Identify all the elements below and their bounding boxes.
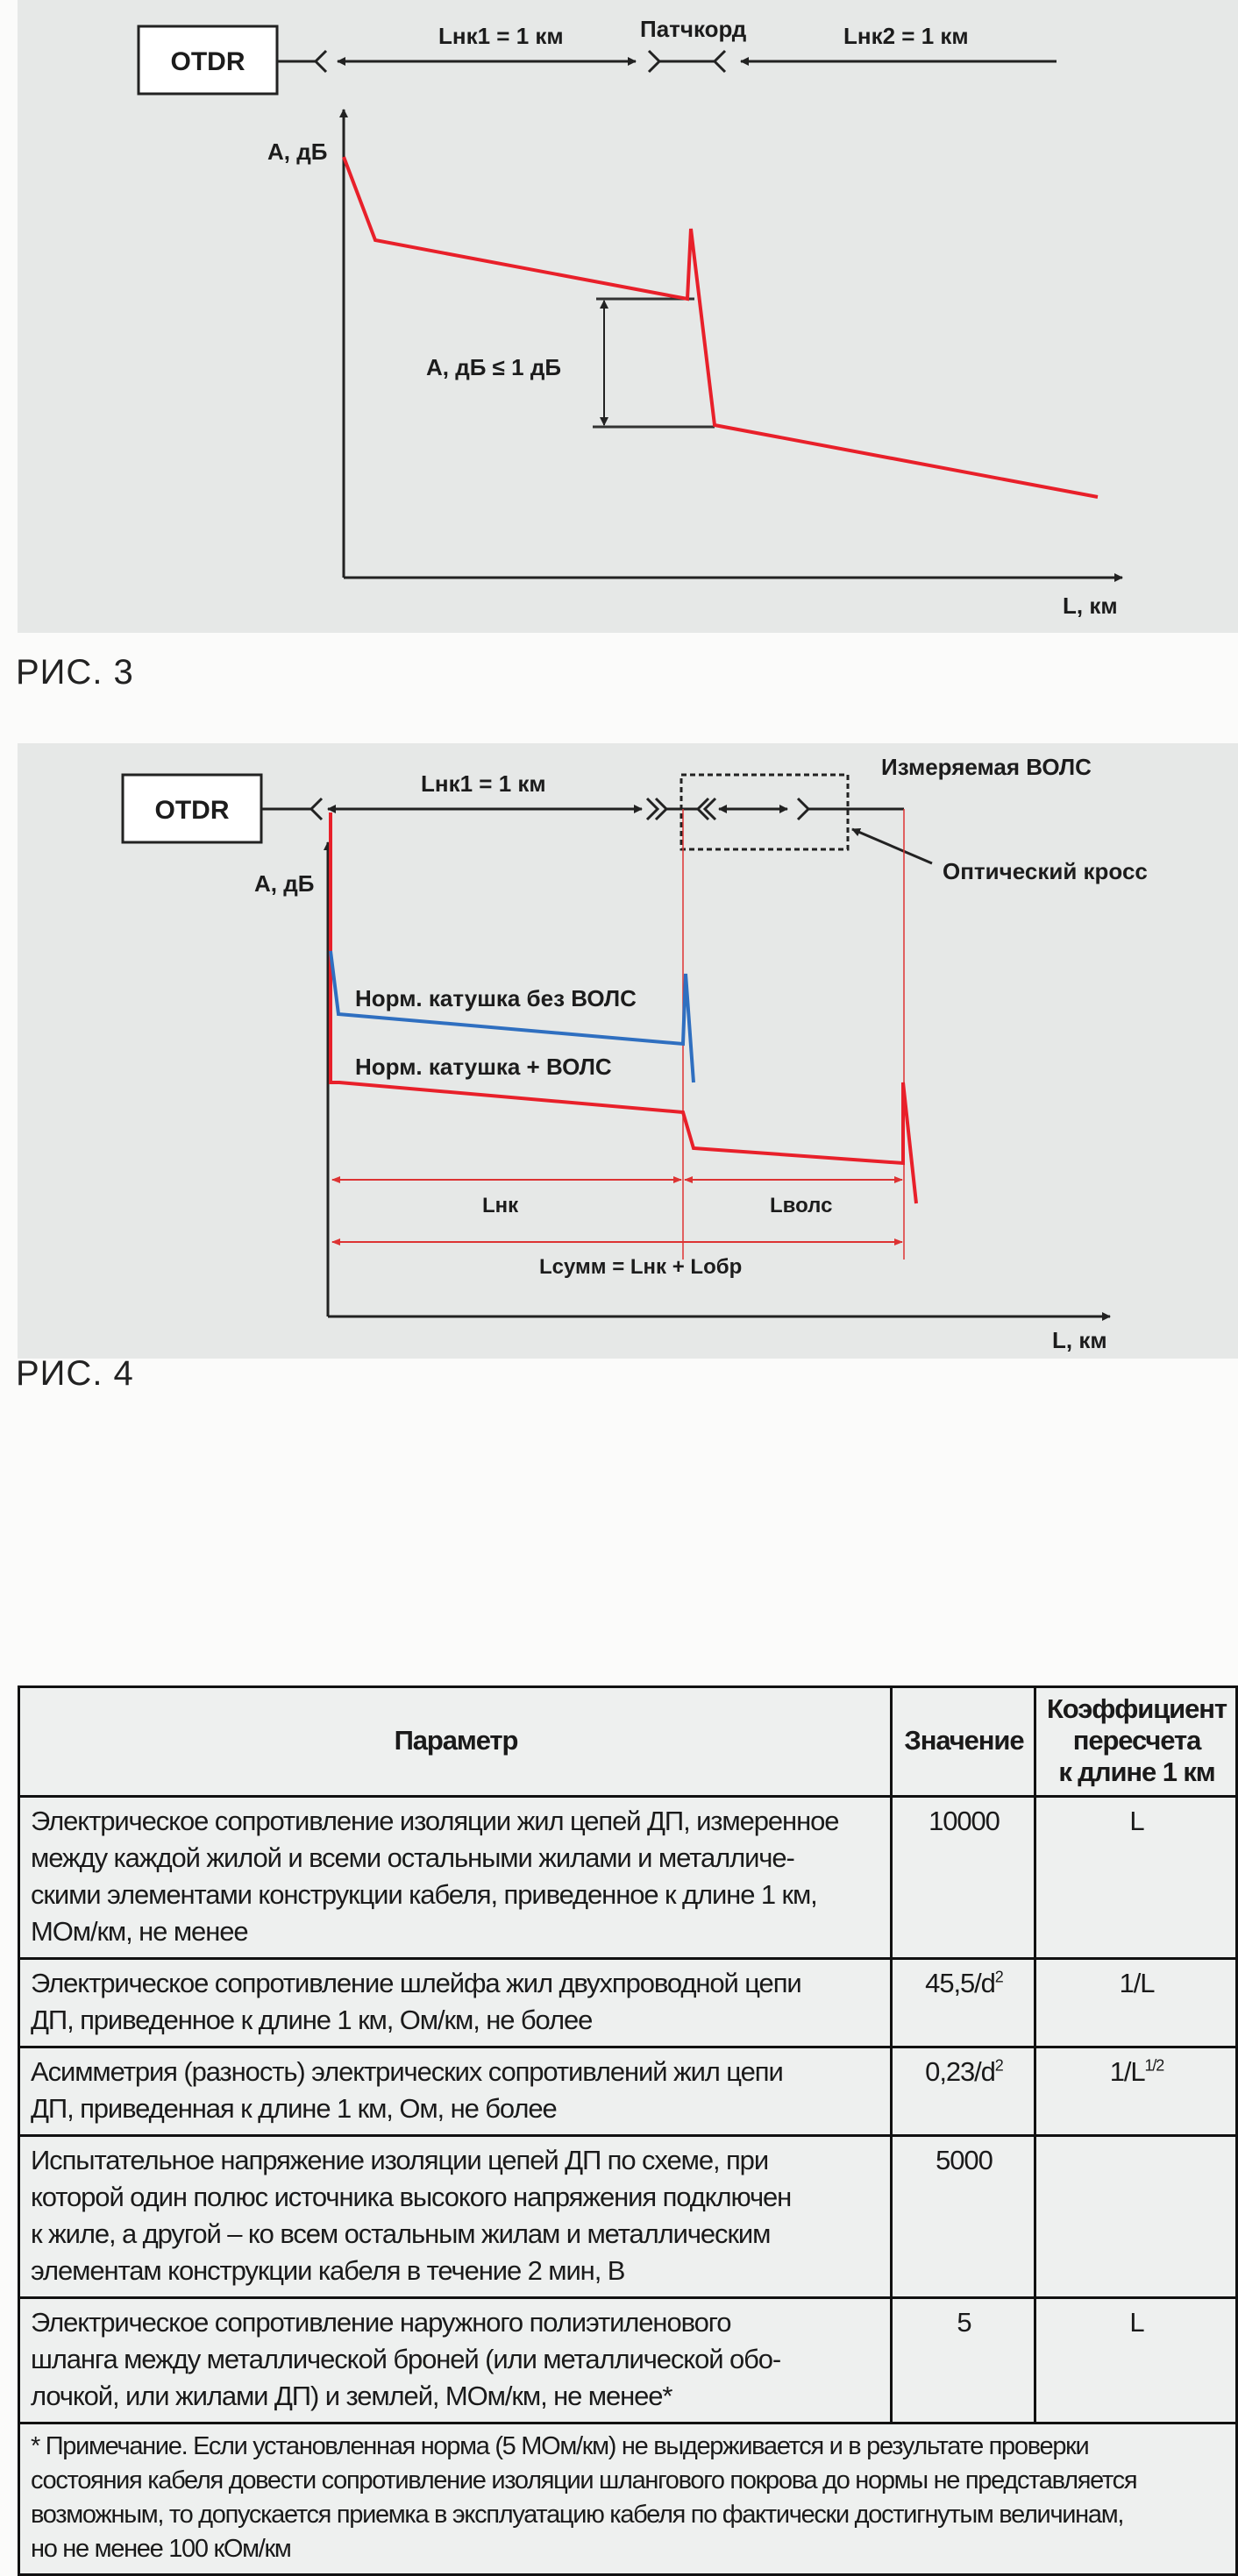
figures-canvas: OTDR Lнк1 = 1 км Патчкорд Lнк2 = 1 км А,…	[121, 16, 1148, 1353]
otdr-label: OTDR	[171, 47, 245, 76]
header-value: Значение	[889, 1685, 1036, 1798]
parameter-line: Испытательное напряжение изоляции цепей …	[31, 2145, 769, 2175]
legend-red-label: Норм. катушка + ВОЛС	[355, 1054, 612, 1080]
measured-line-label: Измеряемая ВОЛС	[881, 754, 1092, 780]
parameter-line: ДП, приведенная к длине 1 км, Ом, не бол…	[31, 2093, 558, 2124]
connector-icon	[309, 797, 324, 821]
value-cell-text: 45,5/d	[925, 1968, 996, 1998]
parameter-cell: Электрическое сопротивление наружного по…	[18, 2296, 893, 2424]
coefficient-cell-text: 1/L	[1109, 2056, 1146, 2087]
note-line: возможным, то допускается приемка в эксп…	[31, 2501, 1124, 2529]
coefficient-cell: L	[1033, 2296, 1238, 2424]
otdr-trace	[342, 156, 1099, 499]
parameter-line: Электрическое сопротивление наружного по…	[31, 2307, 732, 2338]
header-coefficient: Коэффициент пересчета к длине 1 км	[1033, 1685, 1238, 1798]
table-note-row: * Примечание. Если установленная норма (…	[18, 2422, 1238, 2576]
figure-4-background	[18, 743, 1238, 1359]
value-cell-superscript: 2	[994, 2056, 1004, 2075]
table-note: * Примечание. Если установленная норма (…	[18, 2422, 1238, 2576]
figure-3: OTDR Lнк1 = 1 км Патчкорд Lнк2 = 1 км А,…	[137, 16, 1123, 619]
cross-pointer-arrow	[851, 827, 933, 865]
connector-icon	[647, 49, 662, 74]
coefficient-cell-text: L	[1129, 2307, 1144, 2338]
parameter-line: элементам конструкции кабеля в течение 2…	[31, 2255, 625, 2286]
connector-icon	[313, 49, 328, 74]
parameter-line: шланга между металлической броней (или м…	[31, 2344, 781, 2374]
connector-icon	[695, 797, 717, 821]
y-axis-label: А, дБ	[267, 138, 327, 165]
legend-blue-label: Норм. катушка без ВОЛС	[355, 985, 637, 1011]
otdr-box	[137, 25, 279, 96]
table-row: Электрическое сопротивление шлейфа жил д…	[18, 1957, 1238, 2048]
coefficient-cell	[1033, 2134, 1238, 2299]
dim-vols-label: Lволс	[770, 1194, 832, 1217]
header-coefficient-line: пересчета	[1072, 1725, 1202, 1756]
note-line: состояния кабеля довести сопротивление и…	[31, 2466, 1138, 2494]
value-cell: 5	[889, 2296, 1036, 2424]
coefficient-cell: 1/L	[1033, 1957, 1238, 2048]
dim-nk-label: Lнк	[482, 1194, 519, 1217]
figure-3-background	[18, 0, 1238, 633]
connector-icon	[712, 49, 727, 74]
value-cell: 10000	[889, 1795, 1036, 1960]
segment1-label: Lнк1 = 1 км	[421, 770, 546, 797]
y-axis-label: А, дБ	[254, 870, 314, 897]
parameter-line: которой один полюс источника высокого на…	[31, 2182, 792, 2212]
connector-icon	[645, 797, 669, 821]
value-cell-superscript: 2	[994, 1968, 1004, 1986]
segment2-label: Lнк2 = 1 км	[843, 23, 969, 49]
coefficient-cell-superscript: 1/2	[1144, 2056, 1165, 2075]
coefficient-cell-text: 1/L	[1119, 1968, 1156, 1998]
header-coefficient-line: к длине 1 км	[1058, 1756, 1215, 1787]
figure-3-caption: РИС. 3	[16, 653, 134, 692]
parameter-cell: Испытательное напряжение изоляции цепей …	[18, 2134, 893, 2299]
coefficient-cell: L	[1033, 1795, 1238, 1960]
dim-sum-label: Lсумм = Lнк + Lобр	[539, 1255, 742, 1279]
parameter-cell: Электрическое сопротивление изоляции жил…	[18, 1795, 893, 1960]
table-row: Испытательное напряжение изоляции цепей …	[18, 2134, 1238, 2299]
parameter-line: между каждой жилой и всеми остальными жи…	[31, 1842, 795, 1873]
figure-4: OTDR Измеряемая ВОЛС Оптический кросс Lн…	[121, 754, 1148, 1353]
value-cell-text: 5000	[936, 2145, 993, 2175]
optical-cross-box	[679, 773, 850, 851]
value-cell-text: 5	[957, 2307, 971, 2338]
parameter-line: скими элементами конструкции кабеля, при…	[31, 1879, 818, 1910]
header-parameter: Параметр	[18, 1685, 893, 1798]
table-row: Асимметрия (разность) электрических сопр…	[18, 2046, 1238, 2137]
note-line: но не менее 100 кОм/км	[31, 2535, 292, 2563]
value-cell: 45,5/d2	[889, 1957, 1036, 2048]
parameter-line: Электрическое сопротивление изоляции жил…	[31, 1806, 839, 1836]
optical-cross-label: Оптический кросс	[943, 858, 1148, 884]
value-cell-text: 10000	[928, 1806, 1000, 1836]
connector-icon	[796, 797, 811, 821]
table-row: Электрическое сопротивление изоляции жил…	[18, 1795, 1238, 1960]
table-header-row: Параметр Значение Коэффициент пересчета …	[18, 1685, 1238, 1798]
parameters-table: Параметр Значение Коэффициент пересчета …	[18, 1685, 1238, 2576]
parameter-line: ДП, приведенное к длине 1 км, Ом/км, не …	[31, 2005, 593, 2035]
table-row: Электрическое сопротивление наружного по…	[18, 2296, 1238, 2424]
value-cell: 5000	[889, 2134, 1036, 2299]
coefficient-cell: 1/L1/2	[1033, 2046, 1238, 2137]
parameter-line: лочкой, или жилами ДП) и землей, МОм/км,…	[31, 2381, 672, 2411]
segment1-label: Lнк1 = 1 км	[438, 23, 564, 49]
coefficient-cell-text: L	[1129, 1806, 1144, 1836]
value-cell-text: 0,23/d	[925, 2056, 996, 2087]
parameter-line: Электрическое сопротивление шлейфа жил д…	[31, 1968, 802, 1998]
parameter-cell: Асимметрия (разность) электрических сопр…	[18, 2046, 893, 2137]
value-cell: 0,23/d2	[889, 2046, 1036, 2137]
loss-label: А, дБ ≤ 1 дБ	[426, 354, 561, 380]
trace-with-line	[329, 813, 918, 1204]
note-line: * Примечание. Если установленная норма (…	[31, 2432, 1090, 2460]
patchcord-label: Патчкорд	[640, 16, 747, 42]
parameter-line: к жиле, а другой – ко всем остальным жил…	[31, 2218, 771, 2249]
parameter-cell: Электрическое сопротивление шлейфа жил д…	[18, 1957, 893, 2048]
x-axis-label: L, км	[1052, 1327, 1107, 1353]
figure-4-caption: РИС. 4	[16, 1354, 134, 1393]
parameter-line: МОм/км, не менее	[31, 1916, 249, 1947]
otdr-label: OTDR	[155, 796, 230, 825]
x-axis-label: L, км	[1063, 593, 1118, 619]
parameter-line: Асимметрия (разность) электрических сопр…	[31, 2056, 784, 2087]
header-coefficient-line: Коэффициент	[1046, 1693, 1227, 1724]
trace-reference-coil	[329, 950, 695, 1083]
